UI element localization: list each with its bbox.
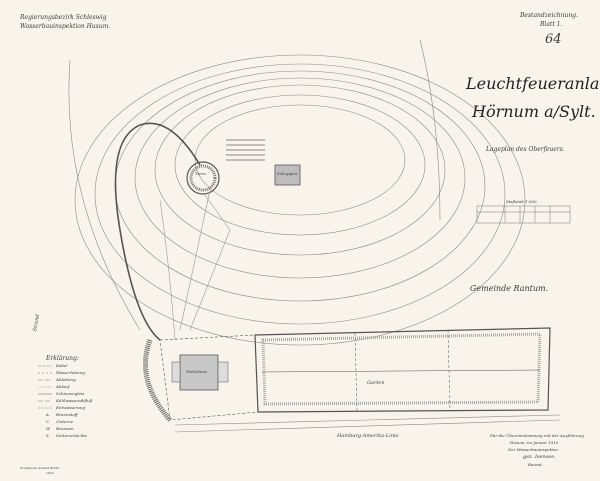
hatched-area xyxy=(226,139,265,161)
region-label: Regierungsbezirk Schleswig xyxy=(20,14,107,21)
printer-year: 1910 xyxy=(46,471,54,475)
legend-title: Erklärung: xyxy=(46,355,79,362)
legend-symbol-key: C xyxy=(46,419,50,424)
printer-line: Graphische Anstalt Berlin xyxy=(20,466,60,470)
legend-item: Wasserleitung xyxy=(56,370,85,375)
legend-symbol-key: A xyxy=(46,412,49,417)
road-label: Hamburg-Amerika-Linie xyxy=(337,433,399,439)
railway-track xyxy=(114,122,201,341)
garden-plot xyxy=(254,327,551,413)
sheet-number: 64 xyxy=(545,32,562,47)
house-yard xyxy=(159,334,259,421)
legend-item: Entwässerung xyxy=(56,405,86,410)
legend-symbol-label: Sickerschächte xyxy=(56,433,88,438)
legend-symbol-label: Brunnen xyxy=(56,426,74,431)
scale-label: Maßstab 1:500 xyxy=(506,199,537,204)
dune-edge xyxy=(143,339,172,422)
legend-item: Kabel xyxy=(56,363,68,368)
garden-label: Garten xyxy=(367,380,385,386)
legend-item: Ableitung xyxy=(56,377,76,382)
legend-symbol-label: Brunnstoff xyxy=(56,412,78,417)
legend-item: Schienengleis xyxy=(56,391,85,396)
drawing-type: Bestandzeichnung. xyxy=(520,12,578,19)
certification-signature: gez. Isensee. xyxy=(523,454,556,460)
legend-symbol-key: S xyxy=(46,433,49,438)
inspection-label: Wasserbauinspektion Husum. xyxy=(20,23,111,30)
tower xyxy=(186,161,220,195)
contour-lines xyxy=(68,39,526,346)
legend-lines xyxy=(38,365,52,409)
shed-label: Schuppen xyxy=(277,171,298,176)
certification-line: Husum, im Januar 1910 xyxy=(510,440,559,445)
shed xyxy=(274,164,301,186)
sheet-label: Blatt 1. xyxy=(540,21,563,28)
scale-bar xyxy=(476,205,571,224)
legend-symbol-label: Cisterne xyxy=(56,419,74,424)
house-label: Wohnhaus xyxy=(186,369,207,374)
certification-line: Für die Übereinstimmung mit der Ausführu… xyxy=(490,433,584,438)
drawing-location: Hörnum a/Sylt. xyxy=(472,102,596,121)
municipality-label: Gemeinde Rantum. xyxy=(470,284,549,293)
tower-label: Turm xyxy=(195,171,206,176)
drawing-title: Leuchtfeueranlage xyxy=(466,74,600,93)
legend-item: Ablauf xyxy=(56,384,70,389)
drawing-subtitle: Lageplan des Oberfeuers. xyxy=(486,146,565,153)
certification-line: Baurat. xyxy=(528,462,544,467)
certification-line: Der Wasserbauinspektor. xyxy=(508,447,559,452)
legend-item: Kühlwasserabfluß xyxy=(56,398,93,403)
legend-symbol-key: W xyxy=(46,426,51,431)
